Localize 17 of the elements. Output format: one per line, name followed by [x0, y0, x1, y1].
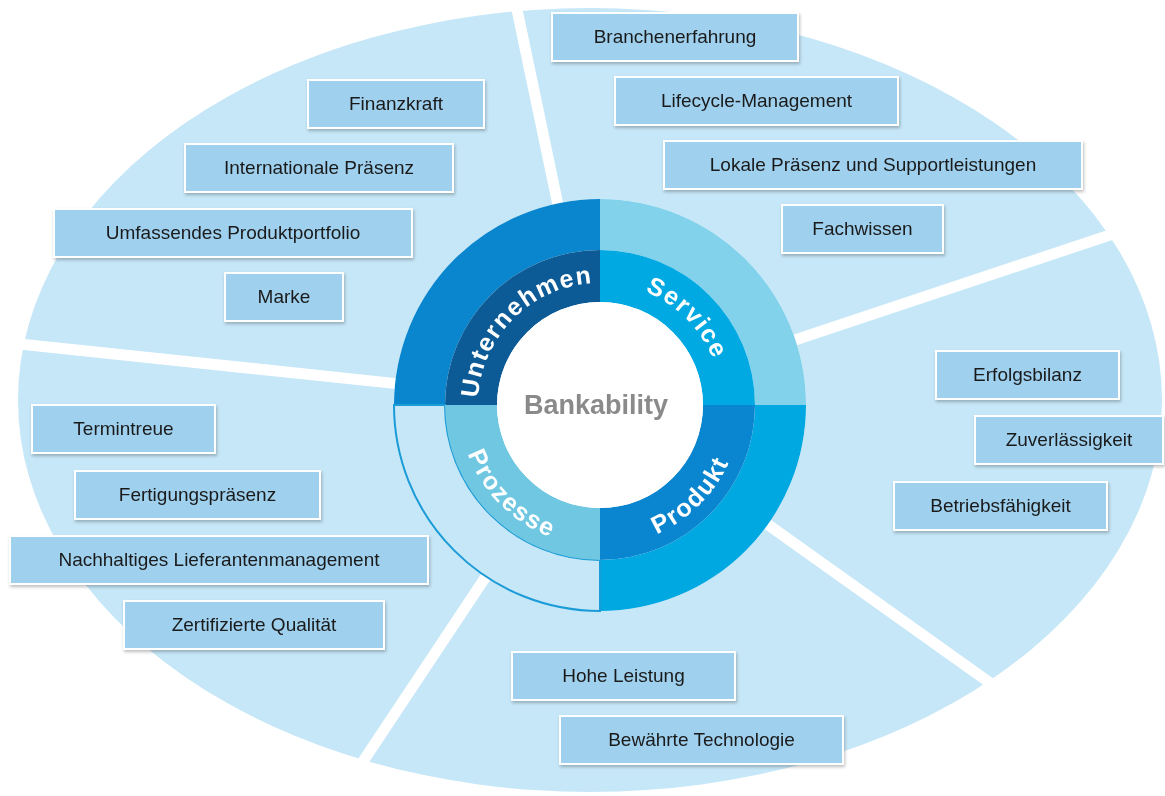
label-box: Erfolgsbilanz	[935, 350, 1120, 400]
label-box: Zertifizierte Qualität	[123, 600, 385, 650]
label-box: Bewährte Technologie	[559, 715, 844, 765]
label-box: Hohe Leistung	[511, 651, 736, 701]
label-box: Finanzkraft	[307, 79, 485, 129]
label-box: Fachwissen	[781, 204, 944, 254]
label-box: Zuverlässigkeit	[974, 415, 1164, 465]
label-box: Betriebsfähigkeit	[893, 481, 1108, 531]
label-box: Internationale Präsenz	[184, 143, 454, 193]
label-box: Fertigungspräsenz	[74, 470, 321, 520]
label-box: Lokale Präsenz und Supportleistungen	[663, 140, 1083, 190]
label-box: Marke	[224, 272, 344, 322]
label-box: Lifecycle-Management	[614, 76, 899, 126]
label-box: Termintreue	[31, 404, 216, 454]
label-box: Nachhaltiges Lieferantenmanagement	[9, 535, 429, 585]
label-box: Branchenerfahrung	[551, 12, 799, 62]
label-box: Umfassendes Produktportfolio	[53, 208, 413, 258]
